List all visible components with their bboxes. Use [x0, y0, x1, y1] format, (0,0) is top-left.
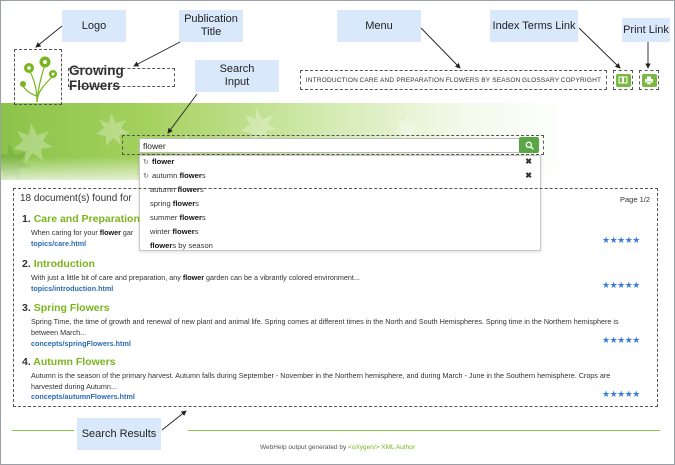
printer-icon	[641, 73, 657, 87]
result-snippet: Spring Time, the time of growth and rene…	[31, 317, 619, 337]
result-link[interactable]: concepts/autumnFlowers.html	[31, 392, 135, 401]
index-terms-link[interactable]	[613, 70, 633, 90]
callout-search-results: Search Results	[77, 418, 161, 450]
callout-index-terms-link: Index Terms Link	[490, 10, 578, 42]
search-results	[13, 188, 658, 407]
history-icon: ↻	[143, 158, 149, 166]
callout-logo: Logo	[62, 10, 126, 42]
footer-brand-link[interactable]: <oXygen/> XML Author	[348, 444, 416, 451]
menu-item-flowers-by-season[interactable]: FLOWERS BY SEASON	[445, 76, 521, 84]
suggestion-item[interactable]: ↻ flower ✖	[143, 157, 532, 166]
result-link[interactable]: topics/care.html	[31, 239, 87, 248]
suggestion-item[interactable]: winter flowers	[150, 227, 199, 236]
history-icon: ↻	[143, 172, 149, 180]
search-input[interactable]	[139, 138, 520, 153]
footer: WebHelp output generated by <oXygen/> XM…	[259, 444, 416, 451]
menu-item-care-and-preparation[interactable]: CARE AND PREPARATION	[359, 76, 445, 84]
rating-stars: ★★★★★	[602, 280, 640, 290]
publication-title[interactable]: Growing Flowers	[68, 63, 175, 93]
footer-divider-right	[188, 430, 660, 431]
page-indicator[interactable]: Page 1/2	[620, 195, 651, 204]
results-count: 18 document(s) found for	[20, 193, 132, 204]
remove-suggestion-close-icon[interactable]: ✖	[525, 171, 532, 180]
suggestion-item[interactable]: autumn flowers	[150, 185, 204, 194]
remove-suggestion-close-icon[interactable]: ✖	[525, 157, 532, 166]
result-title[interactable]: 1. Care and Preparation	[22, 213, 140, 225]
callout-menu: Menu	[337, 10, 421, 42]
rating-stars: ★★★★★	[602, 235, 640, 245]
search-button[interactable]	[519, 137, 539, 153]
menu-item-copyright[interactable]: COPYRIGHT	[560, 76, 602, 84]
search-area	[122, 135, 544, 155]
rating-stars: ★★★★★	[602, 335, 640, 345]
magnifier-icon	[525, 141, 534, 150]
flower-logo-icon	[20, 56, 57, 103]
suggestion-item[interactable]: spring flowers	[150, 199, 199, 208]
menu-item-glossary[interactable]: GLOSSARY	[522, 76, 560, 84]
suggestion-item[interactable]: summer flowers	[150, 213, 206, 222]
result-link[interactable]: concepts/springFlowers.html	[31, 339, 131, 348]
suggestion-item[interactable]: ↻ autumn flowers ✖	[143, 171, 532, 180]
menu-item-introduction[interactable]: INTRODUCTION	[305, 76, 358, 84]
callout-print-link: Print Link	[622, 18, 670, 42]
result-link[interactable]: topics/introduction.html	[31, 284, 114, 293]
result-snippet: When caring for your flower gar	[31, 228, 134, 237]
logo[interactable]	[14, 49, 62, 105]
print-link[interactable]	[639, 70, 659, 90]
search-suggestions: ↻ flower ✖ ↻ autumn flowers ✖ autumn flo…	[139, 155, 541, 251]
top-menu: INTRODUCTION CARE AND PREPARATION FLOWER…	[300, 70, 607, 90]
result-title[interactable]: 4. Autumn Flowers	[22, 356, 116, 368]
result-title[interactable]: 3. Spring Flowers	[22, 302, 110, 314]
rating-stars: ★★★★★	[602, 389, 640, 399]
result-title[interactable]: 2. Introduction	[22, 258, 95, 270]
suggestion-item[interactable]: flowers by season	[150, 241, 213, 250]
result-snippet: Autumn is the season of the primary harv…	[31, 371, 611, 391]
footer-divider-left	[12, 430, 74, 431]
book-icon	[615, 73, 631, 87]
result-snippet: With just a little bit of care and prepa…	[31, 273, 360, 282]
